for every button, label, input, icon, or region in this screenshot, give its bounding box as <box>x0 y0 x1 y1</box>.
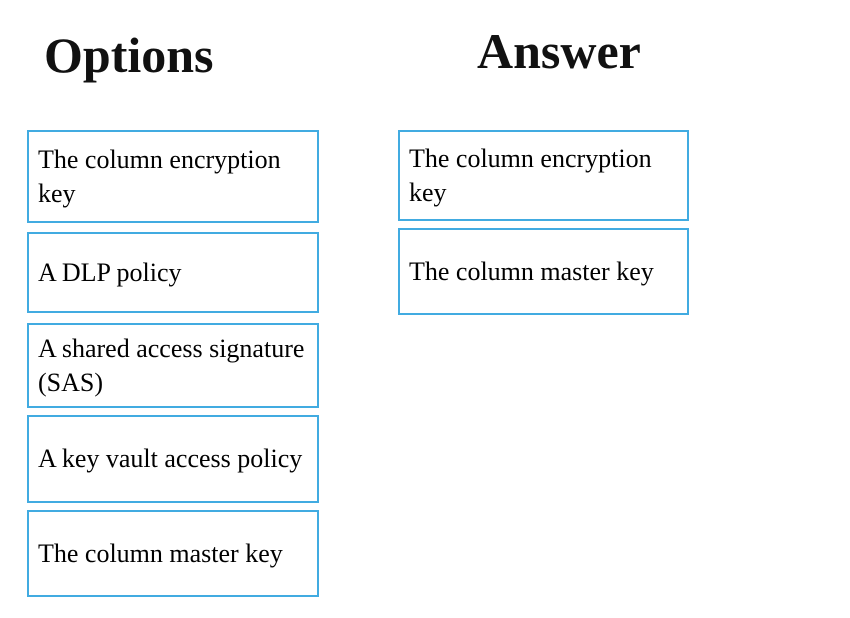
answer-slot-column-master-key[interactable]: The column master key <box>398 228 689 315</box>
option-label: The column encryption key <box>38 145 281 208</box>
answer-label: The column master key <box>409 256 654 286</box>
option-label: The column master key <box>38 538 283 568</box>
option-label: A DLP policy <box>38 257 182 287</box>
option-shared-access-signature[interactable]: A shared access signature (SAS) <box>27 323 319 408</box>
option-column-encryption-key[interactable]: The column encryption key <box>27 130 319 223</box>
option-dlp-policy[interactable]: A DLP policy <box>27 232 319 313</box>
options-column-heading: Options <box>44 27 214 83</box>
option-label: A key vault access policy <box>38 444 303 474</box>
option-column-master-key[interactable]: The column master key <box>27 510 319 597</box>
answer-slot-column-encryption-key[interactable]: The column encryption key <box>398 130 689 221</box>
answer-label: The column encryption key <box>409 144 652 207</box>
answer-column-heading: Answer <box>477 23 641 79</box>
option-label: A shared access signature (SAS) <box>38 334 305 397</box>
option-key-vault-access-policy[interactable]: A key vault access policy <box>27 415 319 503</box>
